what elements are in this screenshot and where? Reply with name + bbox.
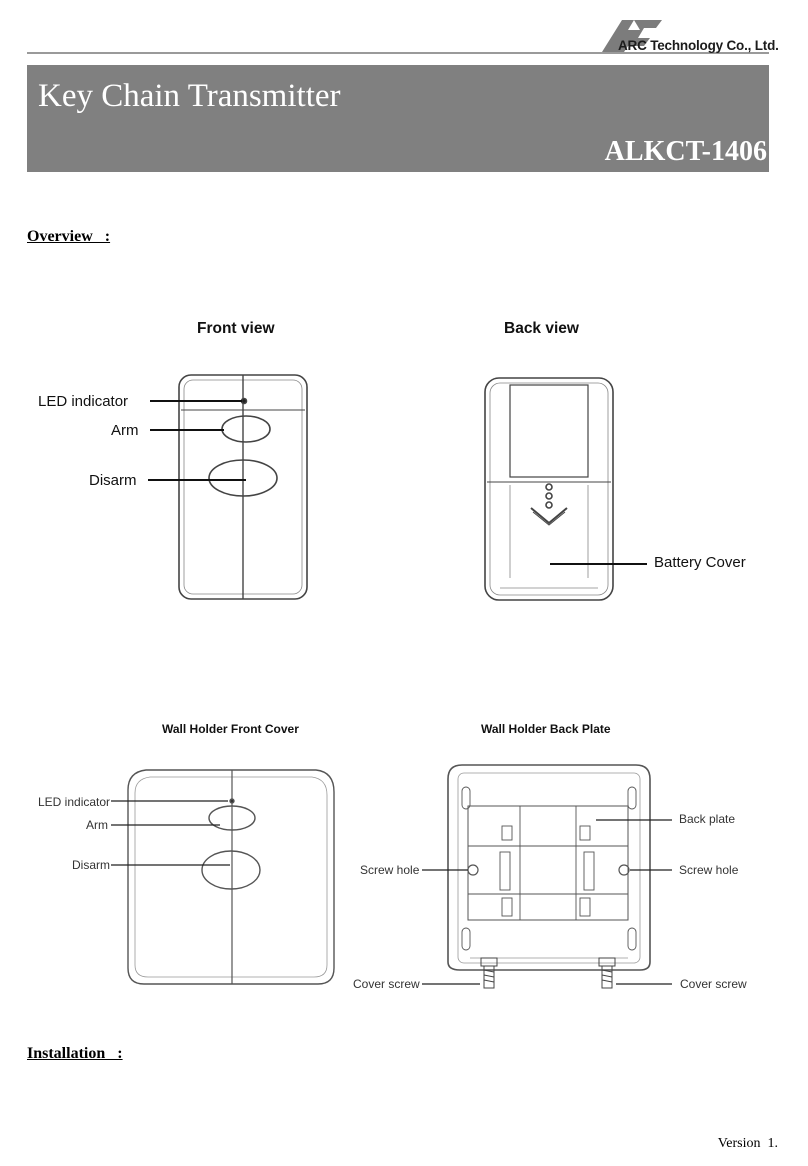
document-title: Key Chain Transmitter (38, 78, 341, 114)
wall-label-arm: Arm (86, 818, 108, 832)
wall-holder-front-cover (127, 769, 335, 985)
model-number: ALKCT-1406 (604, 136, 767, 167)
version-label: Version 1. (717, 1136, 778, 1151)
label-battery-cover: Battery Cover (654, 554, 746, 571)
wall-holder-front-title: Wall Holder Front Cover (162, 722, 299, 736)
company-name: ARC Technology Co., Ltd. (618, 38, 779, 53)
label-disarm: Disarm (89, 472, 137, 489)
wall-label-cover-screw-right: Cover screw (680, 977, 747, 991)
wall-disarm-button (201, 850, 261, 890)
wall-label-screw-hole-right: Screw hole (679, 863, 739, 877)
wall-label-led-indicator: LED indicator (38, 795, 111, 809)
front-view-title: Front view (197, 320, 275, 337)
overview-heading: Overview : (27, 228, 111, 245)
screw-hole-left-icon (467, 864, 479, 876)
screw-hole-right-icon (618, 864, 630, 876)
title-banner (27, 65, 769, 172)
wall-arm-button (208, 805, 256, 831)
label-led-indicator: LED indicator (38, 393, 129, 410)
front-view-device (178, 374, 308, 600)
cover-screw-right-icon (598, 957, 616, 989)
wall-holder-back-plate (447, 764, 651, 989)
label-arm: Arm (111, 422, 139, 439)
installation-heading: Installation : (27, 1045, 123, 1062)
wall-label-back-plate: Back plate (679, 812, 736, 826)
wall-label-disarm: Disarm (72, 858, 110, 872)
back-view-device (484, 377, 614, 601)
header-rule (27, 52, 769, 54)
wall-holder-back-title: Wall Holder Back Plate (481, 722, 611, 736)
wall-label-screw-hole-left: Screw hole (360, 863, 420, 877)
disarm-button (208, 459, 278, 497)
company-logo-icon (602, 20, 662, 52)
cover-screw-left-icon (480, 957, 498, 989)
back-view-title: Back view (504, 320, 579, 337)
wall-label-cover-screw-left: Cover screw (353, 977, 420, 991)
